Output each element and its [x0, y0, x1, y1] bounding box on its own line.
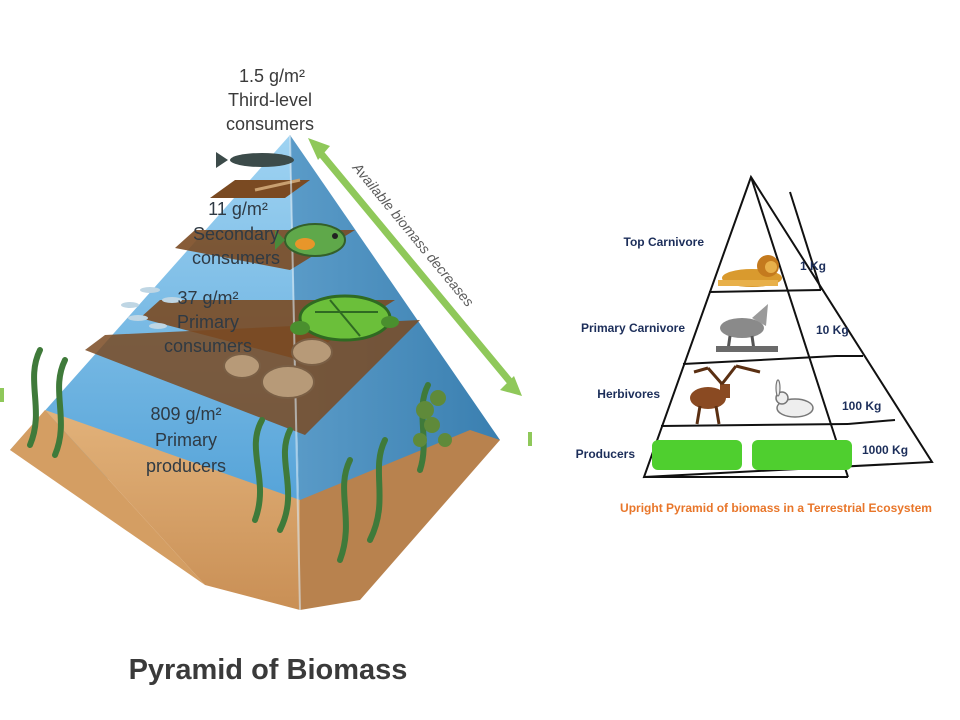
lion-icon — [718, 255, 782, 287]
secondary-name-line2: consumers — [192, 248, 280, 268]
coral-icon — [413, 390, 452, 447]
producers-label: Producers — [576, 447, 636, 461]
primary-producers-value: 809 g/m² — [150, 404, 221, 424]
third-level-value: 1.5 g/m² — [239, 66, 305, 86]
sunfish-icon — [275, 223, 346, 257]
primary-carnivore-label: Primary Carnivore — [581, 321, 685, 335]
primary-producers-name-line2: producers — [146, 456, 226, 476]
primary-consumers-name-line1: Primary — [177, 312, 239, 332]
side-face-sand — [300, 430, 500, 610]
left-caption: Pyramid of Biomass — [129, 654, 408, 686]
secondary-name-line1: Secondary — [193, 224, 279, 244]
snail-icon — [223, 338, 333, 399]
biomass-decreases-arrow — [308, 138, 522, 396]
right-caption: Upright Pyramid of biomass in a Terrestr… — [620, 501, 932, 515]
left-pyramid: Available biomass decreases 1.5 g/m² Thi… — [10, 66, 522, 686]
primary-consumers-name-line2: consumers — [164, 336, 252, 356]
herbivores-value: 100 Kg — [842, 399, 881, 413]
wolf-icon — [716, 304, 778, 352]
right-pyramid: Top Carnivore Primary Carnivore Herbivor… — [576, 174, 934, 515]
secondary-value: 11 g/m² — [208, 199, 268, 219]
seaweed-icon — [27, 347, 431, 563]
fish-icon — [216, 152, 294, 168]
herbivores-label: Herbivores — [597, 387, 660, 401]
turtle-icon — [290, 294, 399, 342]
primary-producers-name-line1: Primary — [155, 430, 217, 450]
top-carnivore-label: Top Carnivore — [624, 235, 705, 249]
edge-mark — [528, 432, 532, 446]
edge-mark — [0, 388, 4, 402]
minnows-icon — [121, 287, 182, 329]
third-level-name-line1: Third-level — [228, 90, 312, 110]
top-carnivore-value: 1 Kg — [800, 259, 826, 273]
rabbit-icon — [775, 379, 814, 418]
grass-icon — [652, 440, 852, 470]
third-level-name-line2: consumers — [226, 114, 314, 134]
deer-icon — [690, 364, 761, 425]
producers-value: 1000 Kg — [862, 443, 908, 457]
primary-consumers-value: 37 g/m² — [177, 288, 238, 308]
primary-carnivore-value: 10 Kg — [816, 323, 849, 337]
level-dividers — [644, 191, 896, 478]
front-face-sand-edge — [10, 410, 205, 585]
front-face-sand — [45, 410, 300, 610]
pyramid-outline — [642, 174, 934, 479]
